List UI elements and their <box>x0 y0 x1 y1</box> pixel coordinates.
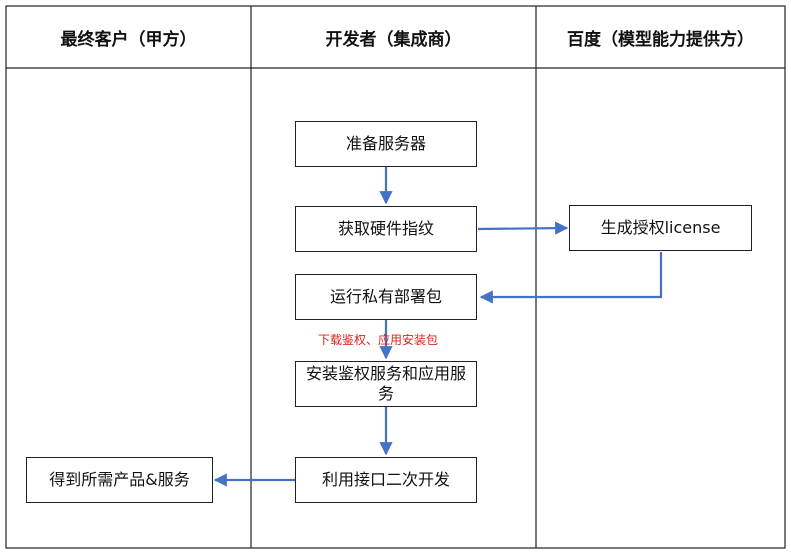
node-run-package: 运行私有部署包 <box>295 274 477 320</box>
node-get-fingerprint: 获取硬件指纹 <box>295 206 477 252</box>
diagram-frame <box>5 5 786 549</box>
node-get-products: 得到所需产品&服务 <box>26 457 213 503</box>
node-generate-license: 生成授权license <box>569 205 752 251</box>
edge-label-download: 下载鉴权、应用安装包 <box>318 333 439 347</box>
node-install-services: 安装鉴权服务和应用服务 <box>295 361 477 407</box>
lane-header-developer: 开发者（集成商） <box>325 29 462 50</box>
node-prepare-server: 准备服务器 <box>295 121 477 167</box>
edge-license-to-run <box>479 252 663 304</box>
edge-fingerprint-to-license <box>477 221 569 235</box>
lane-header-customer: 最终客户（甲方） <box>60 29 197 50</box>
node-secondary-dev: 利用接口二次开发 <box>295 457 477 503</box>
lane-header-baidu: 百度（模型能力提供方） <box>567 29 754 50</box>
